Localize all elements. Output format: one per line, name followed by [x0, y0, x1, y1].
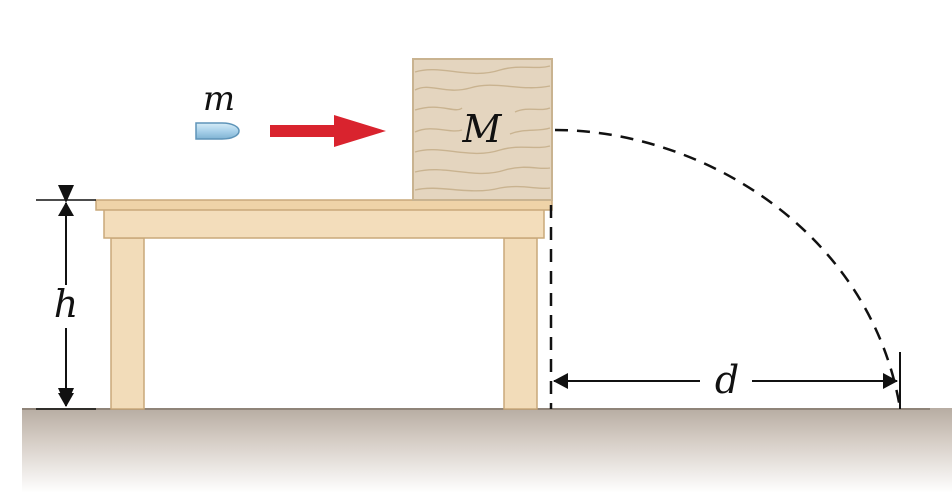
table-leg-left [110, 237, 145, 410]
table-apron [103, 208, 545, 239]
table-top [95, 199, 553, 211]
distance-dimension: d [553, 358, 898, 402]
label-block-mass: M [462, 107, 503, 151]
table [95, 199, 553, 410]
label-bullet-mass: m [203, 79, 235, 119]
height-dimension: h [36, 185, 96, 410]
label-landing-distance: d [715, 358, 739, 402]
wood-block: M [412, 58, 553, 201]
label-table-height: h [54, 282, 78, 326]
floor [22, 408, 952, 493]
bullet: m [195, 79, 240, 140]
velocity-arrow [270, 115, 386, 147]
wood-grain [414, 65, 551, 192]
trajectory-path [554, 128, 902, 409]
table-leg-right [503, 237, 538, 410]
